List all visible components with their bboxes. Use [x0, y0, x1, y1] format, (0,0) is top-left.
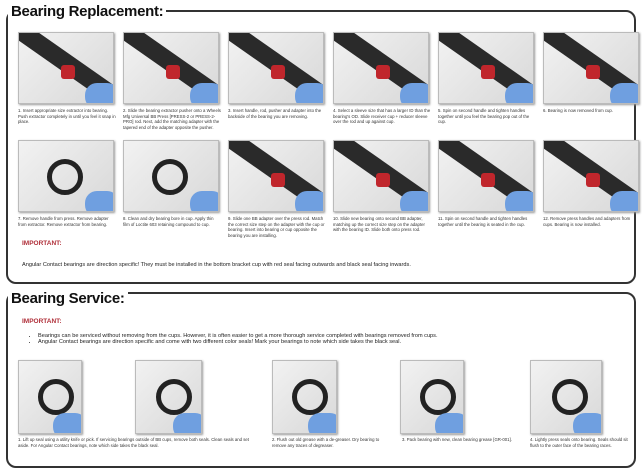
service-important-label: IMPORTANT:	[22, 318, 62, 325]
bearing-service-title: Bearing Service:	[8, 290, 128, 307]
step-photo-2	[123, 32, 219, 104]
service-photo-5	[530, 360, 602, 434]
glove-image	[53, 413, 81, 433]
glove-image	[505, 191, 533, 211]
tool-image	[166, 64, 181, 79]
glove-image	[190, 83, 218, 103]
step-caption-5: 5. Spin on second handle and tighten han…	[438, 108, 530, 125]
glove-image	[295, 83, 323, 103]
step-caption-7: 7. Remove handle from press. Remove adap…	[18, 216, 109, 227]
glove-image	[435, 413, 463, 433]
tool-image	[271, 172, 286, 187]
tool-image	[586, 172, 601, 187]
step-caption-10: 10. Slide new bearing onto second BB ada…	[333, 216, 425, 233]
bearing-image	[155, 379, 192, 415]
glove-image	[85, 191, 113, 211]
service-bullet: Bearings can be serviced without removin…	[38, 333, 438, 339]
glove-image	[173, 413, 201, 433]
glove-image	[573, 413, 601, 433]
bearing-image	[47, 158, 84, 195]
service-bullets: Bearings can be serviced without removin…	[28, 333, 438, 345]
bearing-image	[152, 158, 189, 195]
step-photo-11	[438, 140, 534, 212]
step-caption-8: 8. Clean and dry bearing bore in cup. Ap…	[123, 216, 214, 227]
step-photo-5	[438, 32, 534, 104]
step-caption-3: 3. Insert handle, rod, pusher and adapte…	[228, 108, 322, 119]
glove-image	[85, 83, 113, 103]
service-bullet: Angular Contact bearings are direction s…	[38, 339, 438, 345]
glove-image	[308, 413, 336, 433]
step-caption-2: 2. Slide the bearing extractor pusher on…	[123, 108, 221, 130]
replacement-important-label: IMPORTANT:	[22, 240, 62, 247]
glove-image	[400, 83, 428, 103]
service-caption-4: 4. Lightly press seals onto bearing. Sea…	[530, 437, 628, 448]
step-photo-9	[228, 140, 324, 212]
step-photo-7	[18, 140, 114, 212]
bearing-image	[37, 379, 74, 415]
service-caption-3: 3. Pack bearing with new, clean bearing …	[402, 437, 512, 442]
step-photo-4	[333, 32, 429, 104]
service-caption-2: 2. Flush out old grease with a de-grease…	[272, 437, 380, 448]
step-photo-3	[228, 32, 324, 104]
step-caption-6: 6. Bearing is now removed from cup.	[543, 108, 613, 113]
tool-image	[481, 172, 496, 187]
bearing-image	[419, 379, 456, 415]
glove-image	[505, 83, 533, 103]
service-photo-2	[135, 360, 202, 434]
bearing-image	[552, 379, 588, 415]
glove-image	[610, 83, 638, 103]
step-caption-12: 12. Remove press handles and adapters fr…	[543, 216, 631, 227]
service-photo-3	[272, 360, 337, 434]
tool-image	[376, 172, 391, 187]
step-caption-9: 9. Slide one BB adapter over the press r…	[228, 216, 325, 238]
tool-image	[586, 64, 601, 79]
glove-image	[295, 191, 323, 211]
service-photo-1	[18, 360, 82, 434]
step-photo-1	[18, 32, 114, 104]
step-caption-1: 1. Insert appropriate size extractor int…	[18, 108, 116, 125]
step-photo-8	[123, 140, 219, 212]
tool-image	[61, 64, 76, 79]
step-caption-11: 11. Spin on second handle and tighten ha…	[438, 216, 528, 227]
replacement-important-text: Angular Contact bearings are direction s…	[22, 262, 411, 268]
glove-image	[190, 191, 218, 211]
tool-image	[481, 64, 496, 79]
bearing-replacement-title: Bearing Replacement:	[8, 3, 167, 20]
step-photo-6	[543, 32, 639, 104]
service-caption-1: 1. Lift up seal using a utility knife or…	[18, 437, 249, 448]
service-photo-4	[400, 360, 464, 434]
bearing-image	[291, 379, 328, 415]
glove-image	[610, 191, 638, 211]
tool-image	[271, 64, 286, 79]
step-photo-12	[543, 140, 639, 212]
tool-image	[376, 64, 391, 79]
step-caption-4: 4. Select a sleeve size that has a large…	[333, 108, 431, 125]
glove-image	[400, 191, 428, 211]
step-photo-10	[333, 140, 429, 212]
